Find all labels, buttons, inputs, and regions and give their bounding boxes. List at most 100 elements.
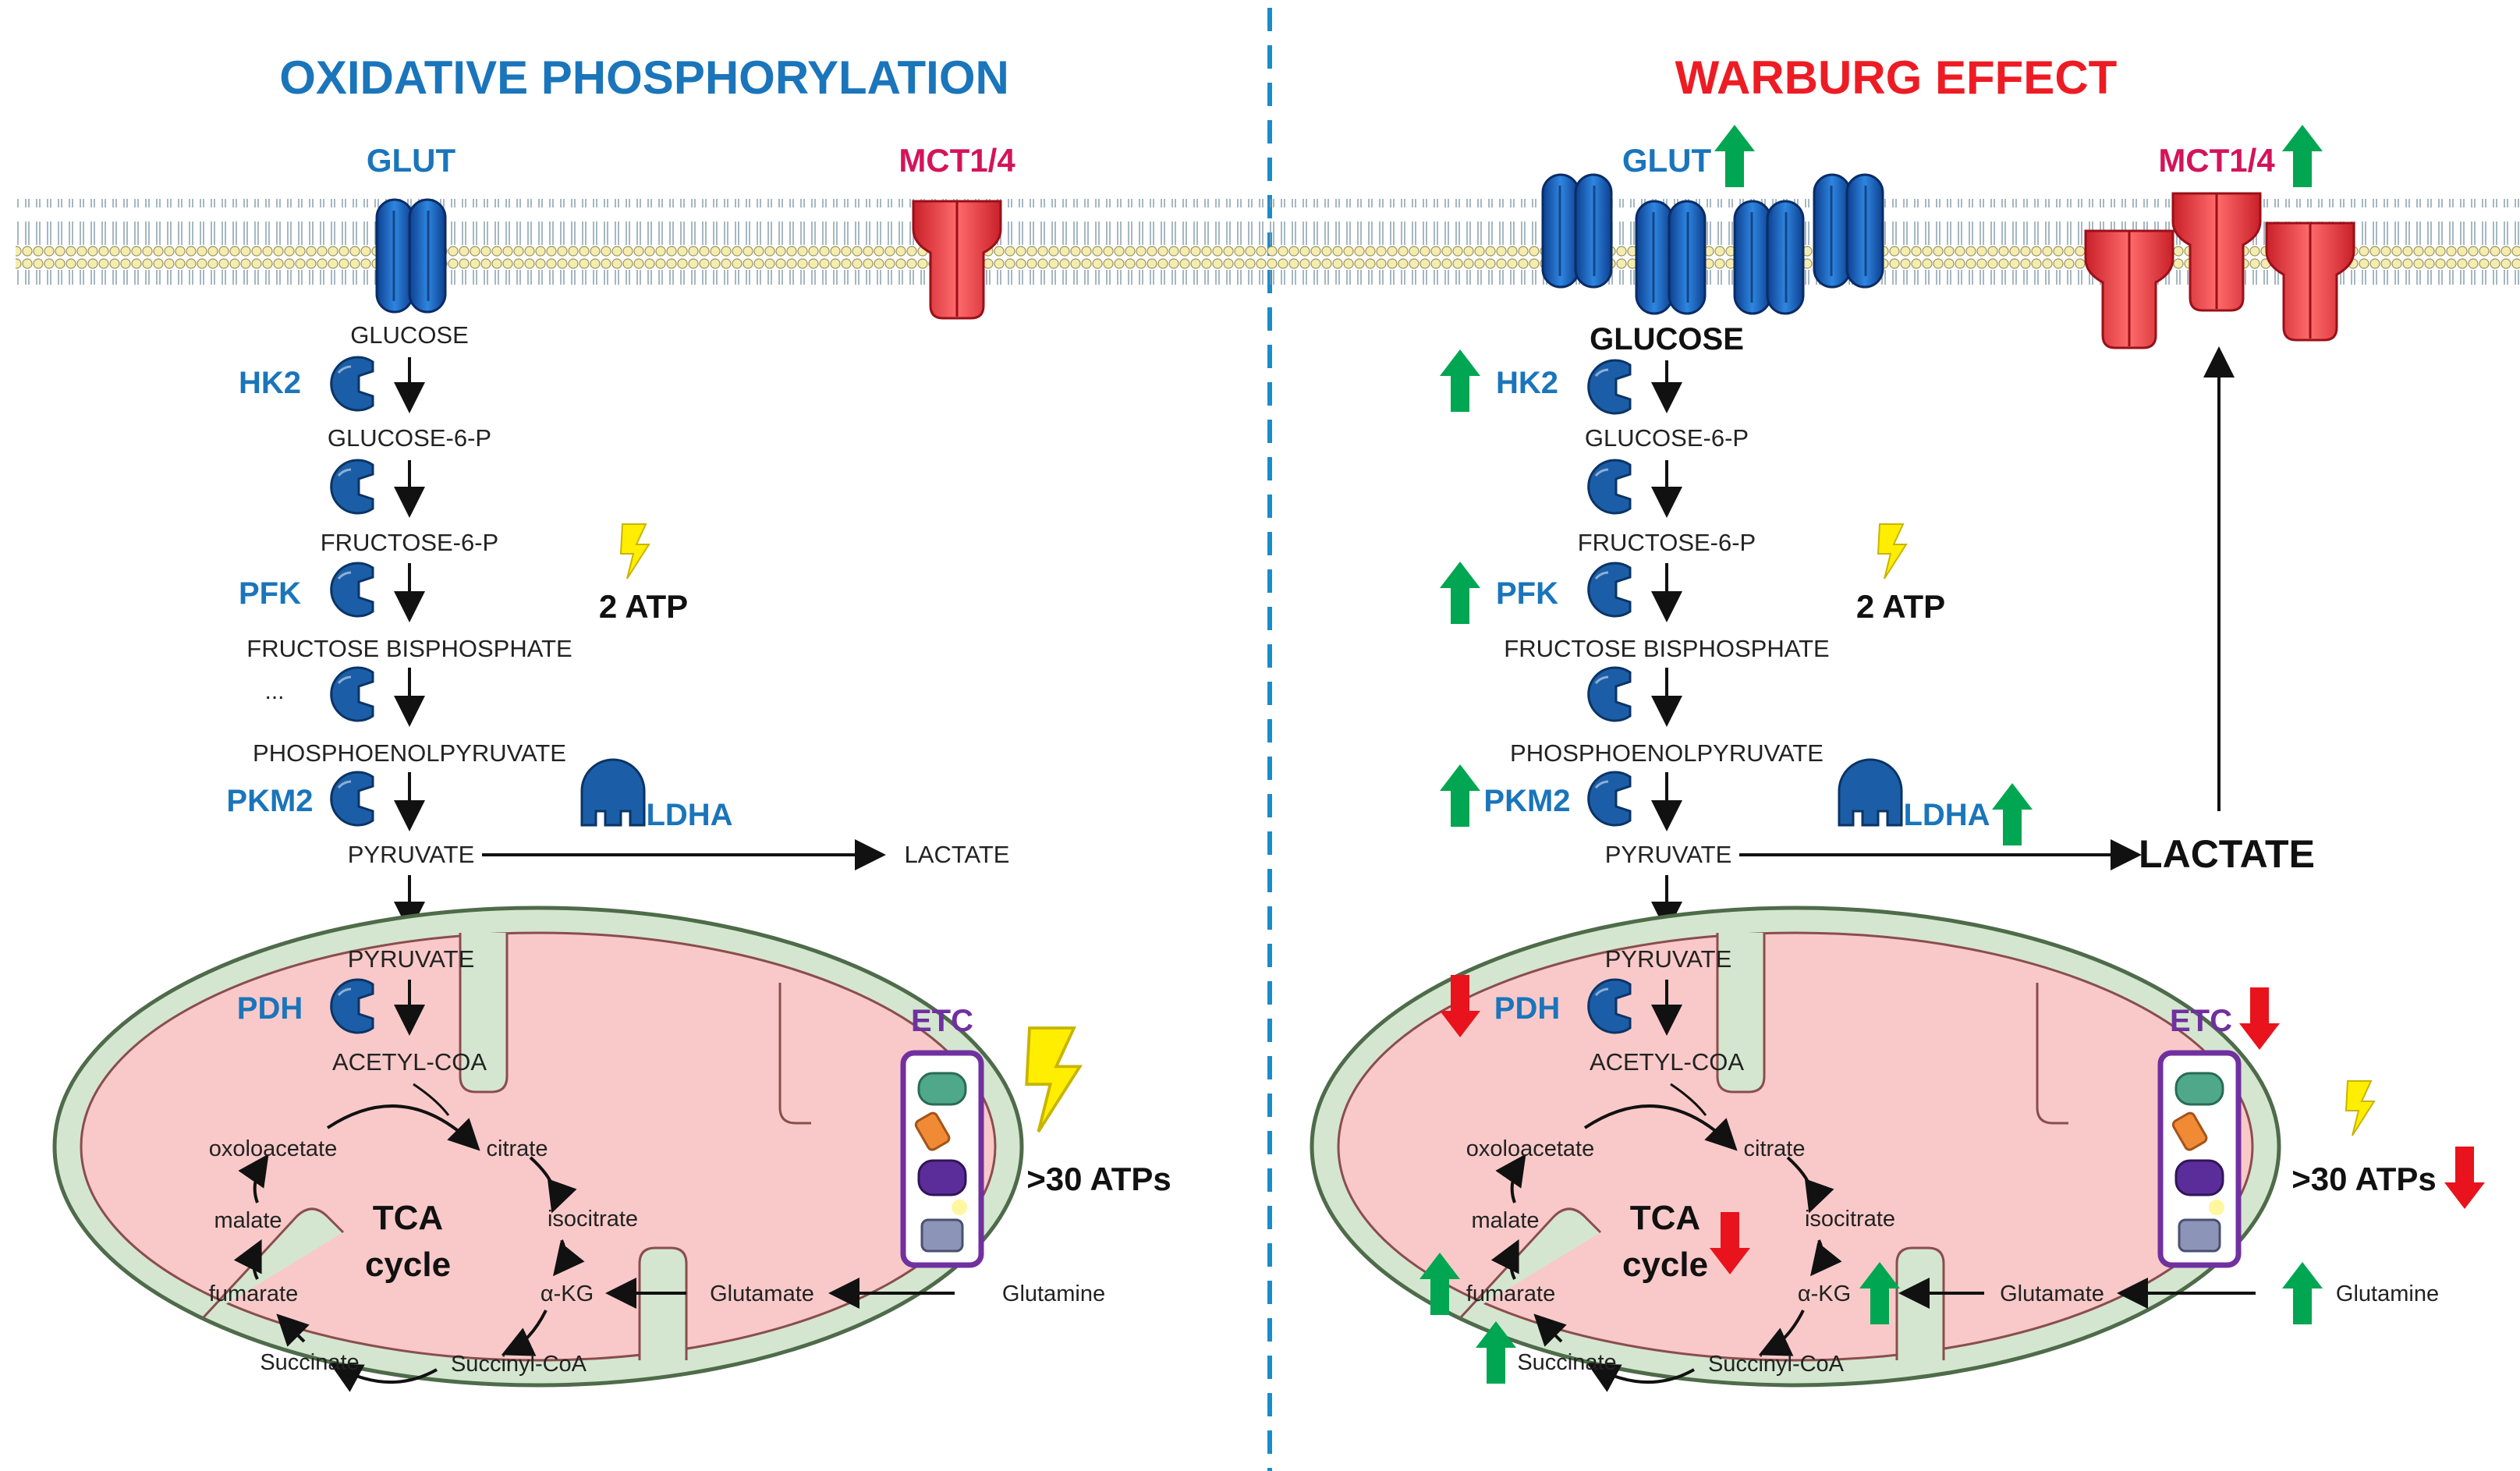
atp-oxphos-label: >30 ATPs bbox=[2291, 1161, 2437, 1197]
succinyl-coa-label: Succinyl-CoA bbox=[1708, 1352, 1845, 1377]
fumarate-label: fumarate bbox=[1466, 1281, 1555, 1306]
tca-label-line1: TCA bbox=[1630, 1199, 1700, 1237]
arrow-up-icon bbox=[1440, 562, 1480, 624]
pdh-label: PDH bbox=[237, 991, 303, 1026]
malate-label: malate bbox=[214, 1208, 282, 1233]
left-panel: OXIDATIVE PHOSPHORYLATION GLUT MCT1/4 GL… bbox=[52, 51, 1171, 1392]
pfk-label: PFK bbox=[239, 576, 301, 611]
pyruvate-label: PYRUVATE bbox=[1605, 841, 1732, 868]
akg-label: α-KG bbox=[1798, 1281, 1851, 1306]
citrate-label: citrate bbox=[1744, 1136, 1806, 1161]
mct-transporter-icon bbox=[2084, 229, 2174, 349]
pfk-label: PFK bbox=[1496, 576, 1558, 611]
isocitrate-label: isocitrate bbox=[1805, 1207, 1895, 1232]
enzyme-pacman-icon bbox=[1587, 771, 1632, 827]
lightning-bolt-icon bbox=[1025, 1026, 1082, 1133]
lightning-bolt-icon bbox=[1877, 523, 1907, 580]
enzyme-pacman-icon bbox=[330, 666, 374, 722]
arrow-up-icon bbox=[1440, 349, 1480, 412]
mct-label: MCT1/4 bbox=[2158, 142, 2275, 179]
tca-label-line2: cycle bbox=[365, 1246, 451, 1284]
glucose-label: GLUCOSE bbox=[1590, 322, 1744, 356]
tca-label-line1: TCA bbox=[373, 1199, 443, 1237]
malate-label: malate bbox=[1471, 1208, 1539, 1233]
hk2-label: HK2 bbox=[239, 366, 301, 400]
ldha-label: LDHA bbox=[646, 798, 732, 832]
pkm2-label: PKM2 bbox=[226, 784, 313, 818]
etc-complex-icon bbox=[2160, 1053, 2238, 1265]
pep-label: PHOSPHOENOLPYRUVATE bbox=[1510, 739, 1824, 767]
glut-transporter-icon bbox=[375, 198, 447, 314]
etc-complex-icon bbox=[903, 1053, 981, 1265]
pdh-label: PDH bbox=[1494, 991, 1560, 1026]
lactate-label: LACTATE bbox=[905, 841, 1010, 868]
f6p-label: FRUCTOSE-6-P bbox=[321, 529, 499, 556]
ellipsis-label: ... bbox=[264, 679, 284, 704]
arrow-up-icon bbox=[1714, 125, 1755, 187]
glut-transporter-icon bbox=[1813, 173, 1884, 289]
right-panel: WARBURG EFFECT GLUT MCT1/4 GLUCOSE HK2 G… bbox=[1310, 51, 2485, 1392]
fbp-label: FRUCTOSE BISPHOSPHATE bbox=[246, 635, 572, 662]
arrow-up-icon bbox=[1440, 764, 1480, 827]
glut-label: GLUT bbox=[367, 142, 456, 179]
acetyl-coa-label: ACETYL-COA bbox=[332, 1048, 487, 1076]
arrow-up-icon bbox=[2282, 1262, 2323, 1324]
fumarate-label: fumarate bbox=[209, 1281, 298, 1306]
mitochondrion bbox=[52, 906, 1024, 1388]
mct-label: MCT1/4 bbox=[898, 142, 1015, 179]
enzyme-pacman-icon bbox=[330, 771, 374, 827]
arrow-down-icon bbox=[2239, 987, 2280, 1050]
arrow-down-icon bbox=[2444, 1147, 2485, 1209]
acetyl-coa-label: ACETYL-COA bbox=[1590, 1048, 1744, 1076]
mito-pyruvate-label: PYRUVATE bbox=[1605, 945, 1732, 973]
oxaloacetate-label: oxoloacetate bbox=[1466, 1136, 1594, 1161]
glutamine-label: Glutamine bbox=[1002, 1281, 1105, 1306]
glutamine-label: Glutamine bbox=[2336, 1281, 2439, 1306]
fbp-label: FRUCTOSE BISPHOSPHATE bbox=[1504, 635, 1829, 662]
pkm2-label: PKM2 bbox=[1483, 784, 1570, 818]
hk2-label: HK2 bbox=[1496, 366, 1558, 400]
akg-label: α-KG bbox=[541, 1281, 594, 1306]
etc-label: ETC bbox=[911, 1004, 973, 1038]
lightning-bolt-icon bbox=[620, 523, 650, 580]
ldha-enzyme-icon bbox=[580, 758, 646, 827]
glut-transporter-icon bbox=[1733, 200, 1805, 315]
enzyme-pacman-icon bbox=[1587, 562, 1632, 618]
tca-cycle bbox=[1490, 1083, 1842, 1392]
succinate-label: Succinate bbox=[1517, 1350, 1616, 1375]
atp-glycolysis-label: 2 ATP bbox=[599, 588, 688, 625]
arrow-up-icon bbox=[2282, 125, 2323, 187]
enzyme-pacman-icon bbox=[330, 356, 374, 412]
lightning-bolt-icon bbox=[2345, 1080, 2375, 1136]
lactate-label: LACTATE bbox=[2139, 832, 2315, 876]
pep-label: PHOSPHOENOLPYRUVATE bbox=[253, 739, 566, 767]
g6p-label: GLUCOSE-6-P bbox=[1585, 424, 1749, 452]
enzyme-pacman-icon bbox=[330, 459, 374, 515]
pyruvate-label: PYRUVATE bbox=[348, 841, 475, 868]
right-title: WARBURG EFFECT bbox=[1675, 51, 2118, 104]
ldha-enzyme-icon bbox=[1838, 758, 1903, 827]
enzyme-pacman-icon bbox=[1587, 359, 1632, 415]
g6p-label: GLUCOSE-6-P bbox=[328, 424, 491, 452]
tca-cycle bbox=[233, 1083, 585, 1392]
glucose-label: GLUCOSE bbox=[350, 321, 469, 349]
enzyme-pacman-icon bbox=[330, 562, 374, 618]
glut-label: GLUT bbox=[1622, 142, 1712, 179]
mitochondrion bbox=[1310, 906, 2281, 1388]
tca-label-line2: cycle bbox=[1622, 1246, 1708, 1284]
citrate-label: citrate bbox=[487, 1136, 548, 1161]
glut-transporter-icon bbox=[1635, 200, 1707, 315]
arrow-up-icon bbox=[1992, 783, 2033, 845]
oxaloacetate-label: oxoloacetate bbox=[209, 1136, 337, 1161]
f6p-label: FRUCTOSE-6-P bbox=[1578, 529, 1756, 556]
atp-glycolysis-label: 2 ATP bbox=[1856, 588, 1945, 625]
ldha-label: LDHA bbox=[1903, 798, 1990, 832]
atp-oxphos-label: >30 ATPs bbox=[1026, 1161, 1171, 1197]
isocitrate-label: isocitrate bbox=[548, 1207, 638, 1232]
mito-pyruvate-label: PYRUVATE bbox=[348, 945, 475, 973]
glutamate-label: Glutamate bbox=[2000, 1281, 2104, 1306]
enzyme-pacman-icon bbox=[1587, 666, 1632, 722]
left-title: OXIDATIVE PHOSPHORYLATION bbox=[279, 51, 1009, 104]
etc-label: ETC bbox=[2170, 1004, 2232, 1038]
